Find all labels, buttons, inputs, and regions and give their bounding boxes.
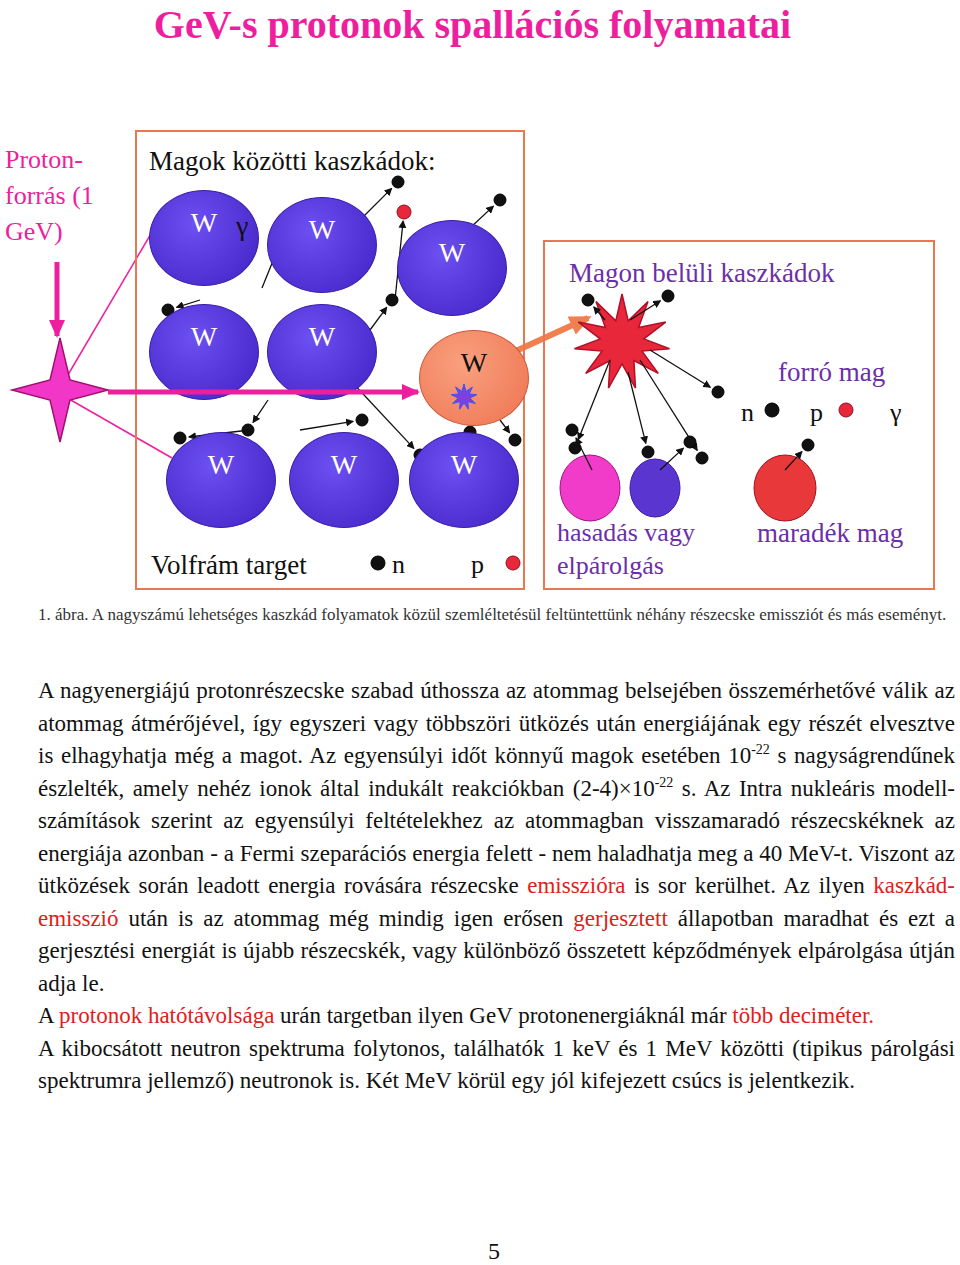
nucleus-label: W: [290, 450, 398, 480]
particle-dot: [356, 414, 368, 426]
nucleus-label: W: [398, 238, 506, 268]
particle-track: [300, 421, 353, 430]
nucleus-label: W: [410, 450, 518, 480]
beam-arrow: [55, 262, 60, 336]
tungsten-nucleus-circle: W: [149, 304, 259, 400]
particle-track: [253, 400, 268, 423]
particle-track: [576, 438, 592, 470]
particle-track: [660, 448, 683, 470]
nucleus-label: W: [268, 322, 376, 352]
particle-track: [785, 452, 802, 470]
particle-dot: [642, 446, 654, 458]
particle-dot: [662, 290, 674, 302]
paragraph: A protonok hatótávolsága urán targetban …: [38, 1000, 955, 1033]
particle-track: [500, 420, 510, 433]
particle-track: [628, 372, 646, 443]
particle-dot: [765, 403, 779, 417]
burst-shape: [575, 294, 670, 388]
highlighted-text: emisszióra: [527, 873, 625, 898]
tungsten-nucleus-circle: W: [267, 197, 377, 293]
nucleus-label: W: [268, 215, 376, 245]
particle-dot: [392, 176, 404, 188]
particle-track: [594, 307, 605, 320]
hot-nucleus-burst: [575, 294, 670, 388]
particle-track: [630, 301, 660, 320]
body-text: A nagyenergiájú protonrészecske szabad ú…: [38, 675, 955, 1098]
particle-track: [578, 360, 610, 440]
tungsten-nucleus-circle: W: [166, 432, 276, 528]
target-star: [12, 338, 108, 442]
body-text-run: A kibocsátott neutron spektruma folytono…: [38, 1036, 955, 1094]
box-label: Volfrám target: [151, 548, 307, 582]
struck-nucleus-circle: W: [419, 330, 529, 426]
particle-track: [650, 350, 710, 387]
proton-label: p: [810, 396, 823, 429]
cascade-region-box: Magok közötti kaszkádok:Volfrám targetWW…: [135, 130, 525, 590]
paragraph: A kibocsátott neutron spektruma folytono…: [38, 1033, 955, 1098]
particle-dot: [566, 424, 578, 436]
tungsten-nucleus-circle: W: [289, 432, 399, 528]
particle-dot: [839, 403, 853, 417]
particle-dot: [582, 294, 594, 306]
particle-track: [370, 307, 387, 330]
beam-line: [62, 395, 172, 458]
proton-source-label: Proton-forrás (1 GeV): [5, 142, 123, 250]
fission-fragment: [630, 459, 680, 517]
hot-nucleus-label: forró mag: [778, 355, 885, 389]
box-heading: Magok közötti kaszkádok:: [149, 144, 435, 178]
nucleus-label: W: [167, 450, 275, 480]
exponent: -22: [751, 742, 770, 757]
particle-tracks: [162, 176, 853, 570]
beam-line: [62, 232, 152, 385]
particle-dot: [506, 556, 520, 570]
particle-dot: [684, 436, 696, 448]
page-number: 5: [488, 1236, 500, 1265]
particle-dot: [802, 439, 814, 451]
neutron-label: n: [741, 396, 754, 429]
highlighted-text: több deciméter.: [732, 1003, 874, 1028]
proton-beam-arrow: [108, 390, 418, 395]
body-text-run: után is az atommag még mindig igen erőse…: [128, 906, 563, 931]
particle-dot: [397, 205, 411, 219]
body-text-run: A: [38, 1003, 53, 1028]
nucleus-label: W: [420, 348, 528, 378]
box-heading: Magon belüli kaszkádok: [569, 256, 834, 290]
particle-dot: [712, 386, 724, 398]
particle-dot: [371, 556, 385, 570]
residual-label: maradék mag: [757, 516, 903, 550]
body-text-run: is sor kerülhet. Az ilyen: [634, 873, 864, 898]
figure-caption: 1. ábra. A nagyszámú lehetséges kaszkád …: [38, 603, 953, 627]
particle-dot: [174, 432, 186, 444]
highlighted-text: protonok hatótávolsága: [59, 1003, 274, 1028]
nucleus-label: W: [150, 322, 258, 352]
particle-dot: [696, 452, 708, 464]
tungsten-nucleus-circle: W: [397, 220, 507, 316]
gamma-label: γ: [236, 208, 248, 243]
fission-label: hasadás vagy elpárolgás: [557, 516, 737, 582]
highlighted-text: gerjesztett: [573, 906, 668, 931]
burst-shape: [451, 384, 477, 409]
paragraph: A nagyenergiájú protonrészecske szabad ú…: [38, 675, 955, 1000]
proton-label: p: [471, 548, 484, 581]
page-title: GeV-s protonok spallációs folyamatai: [0, 2, 945, 48]
neutron-label: n: [392, 548, 405, 581]
collision-burst: [451, 384, 477, 409]
particle-dot: [494, 194, 506, 206]
tungsten-nucleus-circle: W: [267, 304, 377, 400]
body-text-run: urán targetban ilyen GeV protonenergiákn…: [280, 1003, 726, 1028]
exponent: -22: [655, 775, 674, 790]
gamma-label: γ: [890, 396, 902, 429]
particle-dot: [509, 434, 521, 446]
tungsten-nucleus-circle: W: [409, 432, 519, 528]
residual-nucleus: [754, 455, 816, 521]
particle-dot: [386, 294, 398, 306]
